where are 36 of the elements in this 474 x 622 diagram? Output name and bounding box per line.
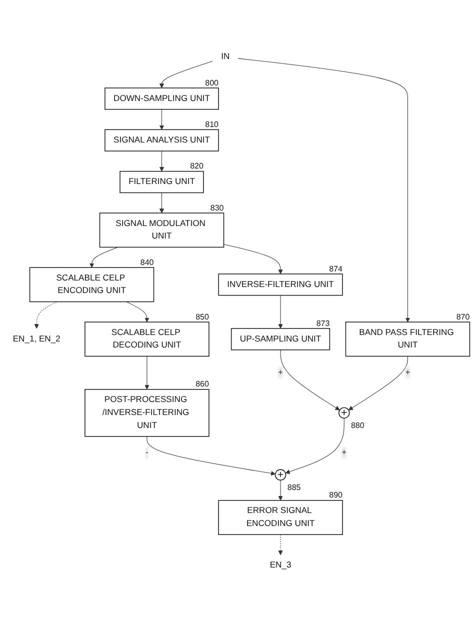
node-box: ERROR SIGNAL ENCODING UNIT <box>218 500 343 535</box>
node-box: SCALABLE CELP DECODING UNIT <box>84 321 210 356</box>
node-box: SIGNAL ANALYSIS UNIT <box>104 128 219 152</box>
node-box: SIGNAL MODULATION UNIT <box>99 212 224 248</box>
node-box: DOWN-SAMPLING UNIT <box>104 87 219 110</box>
node-box: INVERSE-FILTERING UNIT <box>218 273 343 296</box>
node-box: BAND PASS FILTERING UNIT <box>345 321 470 356</box>
node-text: EN_3 <box>270 560 292 570</box>
node-box: POST-PROCESSING /INVERSE-FILTERING UNIT <box>84 388 210 437</box>
arrow <box>159 192 164 213</box>
node-box: FILTERING UNIT <box>120 170 204 193</box>
arrow <box>34 301 58 328</box>
node-text: EN_1, EN_2 <box>12 334 60 344</box>
edge-label: + <box>405 368 410 377</box>
node-box: SCALABLE CELP ENCODING UNIT <box>29 266 154 302</box>
arrow <box>126 301 150 322</box>
node-circle: + <box>338 406 350 418</box>
node-box: UP-SAMPLING UNIT <box>230 328 330 350</box>
arrow <box>89 246 118 268</box>
arrow <box>278 534 283 555</box>
arrow <box>285 418 344 474</box>
arrow <box>238 58 410 322</box>
edge-label: - <box>146 448 148 457</box>
node-text: IN <box>221 52 230 61</box>
arrow <box>159 60 213 88</box>
arrow <box>348 356 408 410</box>
edge-label: + <box>342 448 347 457</box>
arrow <box>159 150 164 172</box>
arrow <box>159 108 164 130</box>
arrow <box>144 356 150 390</box>
arrow <box>278 294 283 328</box>
arrow <box>223 244 283 274</box>
node-circle: + <box>274 468 286 480</box>
arrow <box>278 480 283 500</box>
arrow <box>280 349 340 410</box>
edge-label: + <box>278 368 284 377</box>
